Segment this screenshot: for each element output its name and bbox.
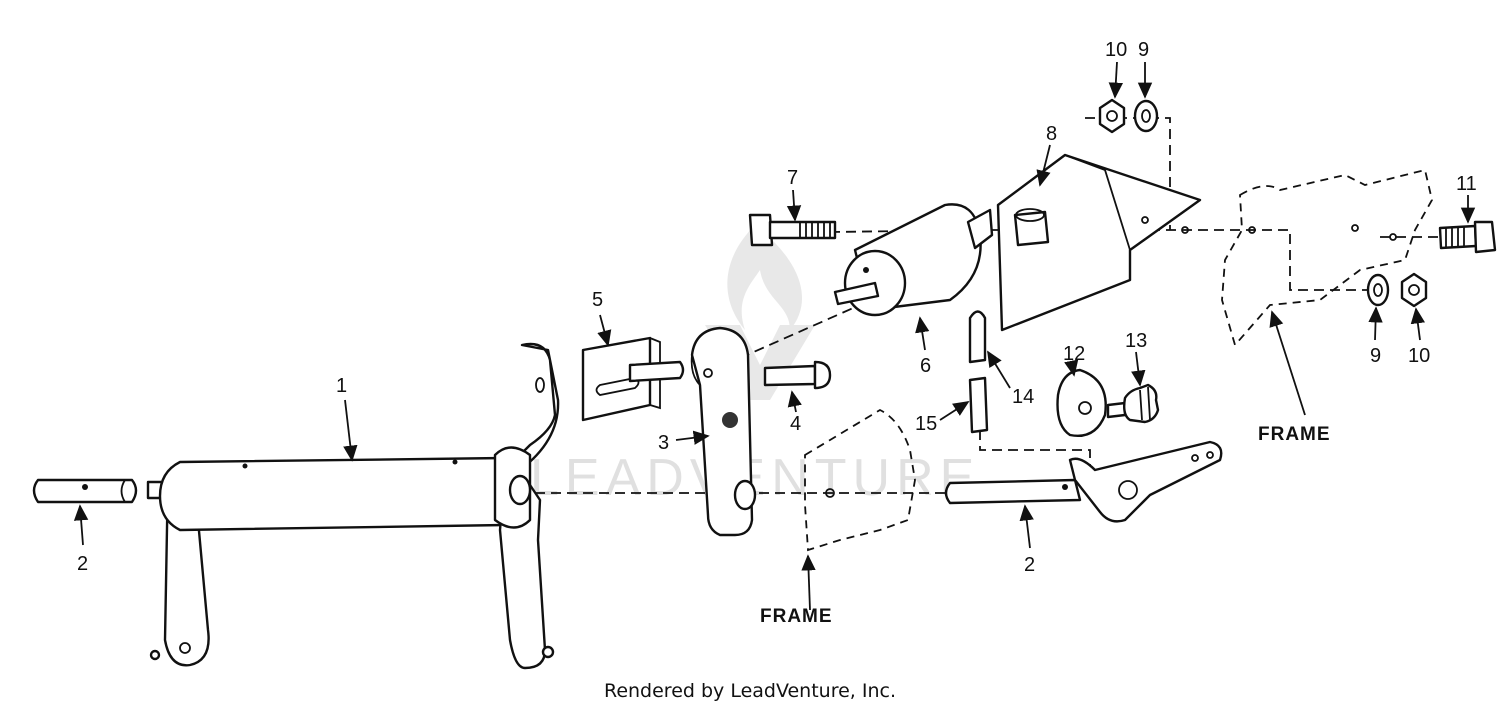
callout-7: 7 xyxy=(787,167,798,189)
part-key-15 xyxy=(968,376,989,434)
leader-9-bottom xyxy=(1368,306,1383,341)
callout-11: 11 xyxy=(1456,173,1477,195)
leader-15 xyxy=(939,401,970,421)
callout-5: 5 xyxy=(592,289,603,311)
part-shaft-assembly xyxy=(149,342,560,670)
part-angle-bracket xyxy=(996,153,1202,332)
callout-6: 6 xyxy=(920,355,931,377)
callout-1: 1 xyxy=(336,375,347,397)
leader-5 xyxy=(597,314,612,347)
leader-frame-right xyxy=(1269,310,1306,416)
part-pin-handle-right xyxy=(944,440,1223,523)
leader-1 xyxy=(343,399,358,462)
leader-frame-lower xyxy=(801,554,816,611)
frame-label-lower: FRAME xyxy=(760,606,833,627)
leader-3 xyxy=(675,430,710,445)
leader-12 xyxy=(1064,359,1079,377)
callout-10-bottom: 10 xyxy=(1408,345,1430,367)
callout-12: 12 xyxy=(1063,343,1085,365)
leader-4 xyxy=(787,390,802,413)
callout-4: 4 xyxy=(790,413,801,435)
callout-15: 15 xyxy=(915,413,937,435)
part-disc xyxy=(1056,368,1107,437)
footer-credit: Rendered by LeadVenture, Inc. xyxy=(603,680,897,702)
axis-line-diag xyxy=(739,304,861,359)
frame-outline-right xyxy=(1221,168,1433,347)
part-washer-nut-bottom xyxy=(1366,272,1428,308)
axis-line-pin xyxy=(979,430,1091,470)
callout-9-top: 9 xyxy=(1138,39,1149,61)
part-bolt-11 xyxy=(1438,220,1497,254)
part-bolt-4 xyxy=(763,360,832,390)
leader-8 xyxy=(1036,144,1051,187)
leader-2-right xyxy=(1019,504,1034,549)
part-slotted-plate xyxy=(581,336,685,422)
leader-10-top xyxy=(1108,61,1124,99)
callout-3: 3 xyxy=(658,432,669,454)
part-knob-screw xyxy=(1106,383,1160,424)
callout-13: 13 xyxy=(1125,330,1147,352)
part-pin-left xyxy=(32,478,164,504)
callout-8: 8 xyxy=(1046,123,1057,145)
part-bolt-7 xyxy=(748,213,837,247)
callout-2-left: 2 xyxy=(77,553,88,575)
axis-line-top xyxy=(1085,117,1171,230)
leader-14 xyxy=(987,350,1011,389)
frame-label-right: FRAME xyxy=(1258,424,1331,445)
part-nut-washer-top xyxy=(1098,98,1159,134)
leader-13 xyxy=(1131,351,1146,387)
callout-9-bottom: 9 xyxy=(1370,345,1381,367)
part-key-14 xyxy=(968,310,987,364)
leader-7 xyxy=(786,189,802,222)
leader-6 xyxy=(915,316,930,351)
callout-14: 14 xyxy=(1012,386,1034,408)
part-bracket xyxy=(690,326,757,537)
part-cylinder xyxy=(833,203,994,317)
callout-2-right: 2 xyxy=(1024,554,1035,576)
frame-outline-lower xyxy=(804,408,916,552)
leader-2-left xyxy=(73,504,89,546)
callout-10-top: 10 xyxy=(1105,39,1127,61)
leader-10-bottom xyxy=(1410,307,1425,341)
